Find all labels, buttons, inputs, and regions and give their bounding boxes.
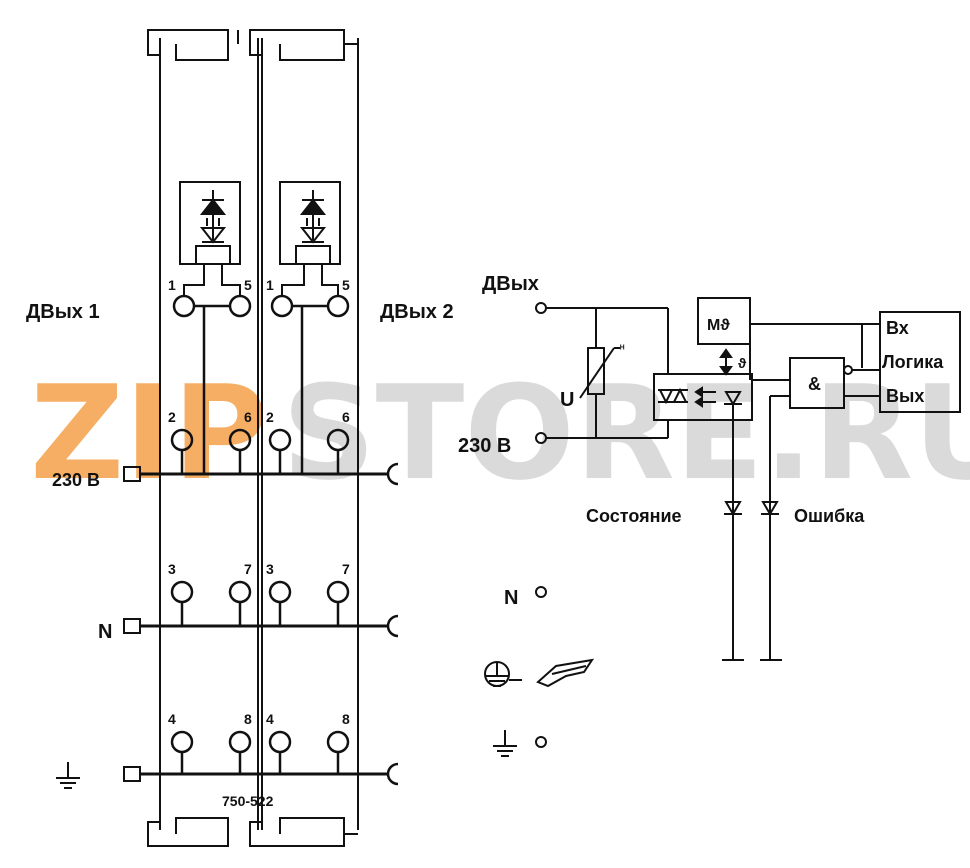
pin-6b: 6 (342, 409, 350, 425)
logic-in-label: Вх (886, 318, 909, 338)
terminals-row3 (123, 580, 399, 638)
pin-5: 5 (244, 277, 252, 293)
pin-2b: 2 (266, 409, 274, 425)
theta-label: ϑ (738, 355, 747, 371)
v230-label-left: 230 В (52, 470, 100, 490)
out2-label: ДВых 2 (380, 301, 454, 323)
watermark-store: STORE.RU (282, 357, 970, 509)
terminals-row2 (123, 428, 399, 486)
terminal-module (147, 29, 359, 847)
model-number: 750-522 (222, 793, 274, 809)
pin-7b: 7 (342, 561, 350, 577)
pin-5b: 5 (342, 277, 350, 293)
ground-icon-right (493, 730, 517, 757)
v230-label-right: 230 В (458, 435, 511, 457)
status-label: Состояние (586, 506, 682, 526)
n-label-left: N (98, 621, 112, 643)
varistor-mark: ᴴ (620, 344, 625, 355)
protective-earth-icon (484, 661, 522, 687)
pin-8: 8 (244, 711, 252, 727)
dout-label: ДВых (482, 273, 539, 295)
pin-7: 7 (244, 561, 252, 577)
mtheta-label: Mϑ (707, 317, 730, 334)
n-label-right: N (504, 587, 518, 609)
u-label: U (560, 389, 574, 411)
error-label: Ошибка (794, 506, 865, 526)
pin-1b: 1 (266, 277, 274, 293)
pin-2: 2 (168, 409, 176, 425)
terminals-row4 (123, 730, 399, 786)
ground-icon-left (56, 762, 80, 789)
opto-triac-1 (179, 181, 241, 295)
pin-1: 1 (168, 277, 176, 293)
and-label: & (808, 374, 821, 394)
logic-name-label: Логика (882, 352, 944, 372)
din-rail-icon (536, 658, 595, 688)
pin-8b: 8 (342, 711, 350, 727)
opto-triac-2 (279, 181, 341, 295)
out1-label: ДВых 1 (26, 301, 100, 323)
watermark-zip: ZIP (30, 357, 268, 509)
pin-4: 4 (168, 711, 176, 727)
pin-4b: 4 (266, 711, 274, 727)
terminals-row1 (172, 294, 350, 474)
pin-3: 3 (168, 561, 176, 577)
pin-3b: 3 (266, 561, 274, 577)
logic-out-label: Вых (886, 386, 924, 406)
schematic-right (535, 297, 961, 748)
pin-6: 6 (244, 409, 252, 425)
